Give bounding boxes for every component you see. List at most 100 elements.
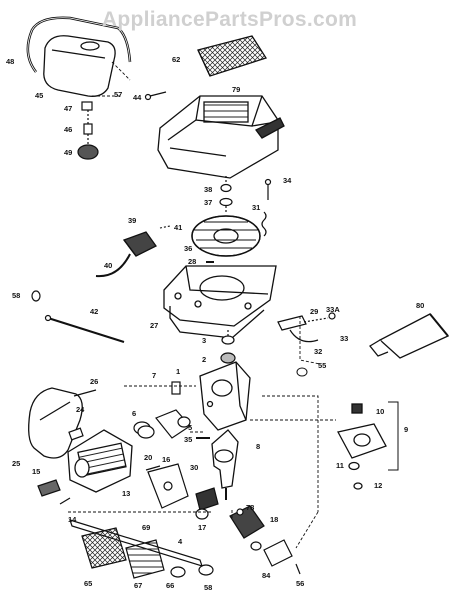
label-14: 14 <box>68 515 77 524</box>
label-10: 10 <box>376 407 384 416</box>
label-48: 48 <box>6 57 14 66</box>
label-4: 4 <box>178 537 183 546</box>
label-31: 31 <box>252 203 260 212</box>
tank-fitting <box>81 101 93 111</box>
site-watermark: AppliancePartsPros.com <box>101 8 358 31</box>
label-9: 9 <box>404 425 408 434</box>
intake-stud <box>145 465 161 471</box>
label-8: 8 <box>256 442 260 451</box>
washer <box>219 197 233 207</box>
label-30: 30 <box>190 463 198 472</box>
label-33: 33 <box>340 334 348 343</box>
air-box <box>263 539 293 567</box>
flywheel <box>191 215 261 257</box>
bearing <box>220 352 236 364</box>
label-66: 66 <box>166 581 174 590</box>
grease-tube <box>369 313 450 359</box>
label-47: 47 <box>64 104 72 113</box>
label-25: 25 <box>12 459 20 468</box>
filter-screen <box>81 527 127 569</box>
label-78: 78 <box>246 503 254 512</box>
label-39: 39 <box>128 216 136 225</box>
spark-plug <box>37 479 61 497</box>
label-62: 62 <box>172 55 180 64</box>
label-45: 45 <box>35 91 43 100</box>
label-38: 38 <box>204 185 212 194</box>
ignition-module <box>95 231 157 278</box>
label-80: 80 <box>416 301 424 310</box>
nut <box>220 183 232 193</box>
label-11: 11 <box>336 461 344 470</box>
label-41: 41 <box>174 223 182 232</box>
label-40: 40 <box>104 261 112 270</box>
label-32: 32 <box>314 347 322 356</box>
label-15: 15 <box>32 467 40 476</box>
label-42: 42 <box>90 307 98 316</box>
label-29: 29 <box>310 307 318 316</box>
primer-knob <box>77 144 99 160</box>
label-79: 79 <box>232 85 240 94</box>
label-55: 55 <box>318 361 326 370</box>
cylinder-screw <box>59 497 71 505</box>
fuel-tank <box>43 35 116 97</box>
end-cap <box>198 564 214 576</box>
label-57: 57 <box>114 90 122 99</box>
label-49: 49 <box>64 148 72 157</box>
label-58b: 58 <box>204 583 212 592</box>
part-labels: 48 45 47 46 49 62 79 57 44 38 37 34 31 3… <box>6 55 424 592</box>
label-7: 7 <box>152 371 156 380</box>
label-28: 28 <box>188 257 196 266</box>
label-17: 17 <box>198 523 206 532</box>
oil-seal <box>221 335 235 345</box>
plug <box>296 367 308 377</box>
label-1: 1 <box>176 367 180 376</box>
label-18: 18 <box>270 515 278 524</box>
label-67: 67 <box>134 581 142 590</box>
piston-ring <box>137 425 155 439</box>
label-12: 12 <box>374 481 382 490</box>
primer-fitting <box>31 290 41 302</box>
crankshaft <box>211 429 239 500</box>
primer-line <box>47 317 125 343</box>
muffler-gasket <box>68 427 84 441</box>
label-27: 27 <box>150 321 158 330</box>
label-44: 44 <box>133 93 142 102</box>
engine-shroud <box>157 95 285 179</box>
spacer <box>195 508 209 520</box>
muffler-cover <box>28 387 83 459</box>
air-filter-element <box>197 35 268 77</box>
label-69: 69 <box>142 523 150 532</box>
bearing-sleeve <box>171 381 181 395</box>
label-5: 5 <box>188 423 192 432</box>
label-58: 58 <box>12 291 20 300</box>
label-20: 20 <box>144 453 152 462</box>
cylinder <box>67 429 133 493</box>
air-box-screw <box>295 563 301 575</box>
label-34: 34 <box>283 176 292 185</box>
spark-plug-lead <box>95 253 131 278</box>
label-6: 6 <box>132 409 136 418</box>
grommet <box>83 123 93 135</box>
label-84: 84 <box>262 571 271 580</box>
muffler-screw <box>73 389 97 397</box>
label-16: 16 <box>162 455 170 464</box>
label-26: 26 <box>90 377 98 386</box>
carb-adapter <box>195 487 219 511</box>
label-46: 46 <box>64 125 72 134</box>
label-36: 36 <box>184 244 192 253</box>
clutch-assembly <box>337 403 387 490</box>
label-35: 35 <box>184 435 192 444</box>
label-56: 56 <box>296 579 304 588</box>
spark-arrestor <box>125 539 165 579</box>
label-3: 3 <box>202 336 206 345</box>
end-cap <box>170 566 186 578</box>
throttle-link <box>289 329 319 343</box>
cylinder-housing <box>199 361 251 431</box>
label-65: 65 <box>84 579 92 588</box>
crankcase <box>163 265 277 339</box>
label-37: 37 <box>204 198 212 207</box>
label-24: 24 <box>76 405 85 414</box>
brake-spring <box>261 211 267 237</box>
